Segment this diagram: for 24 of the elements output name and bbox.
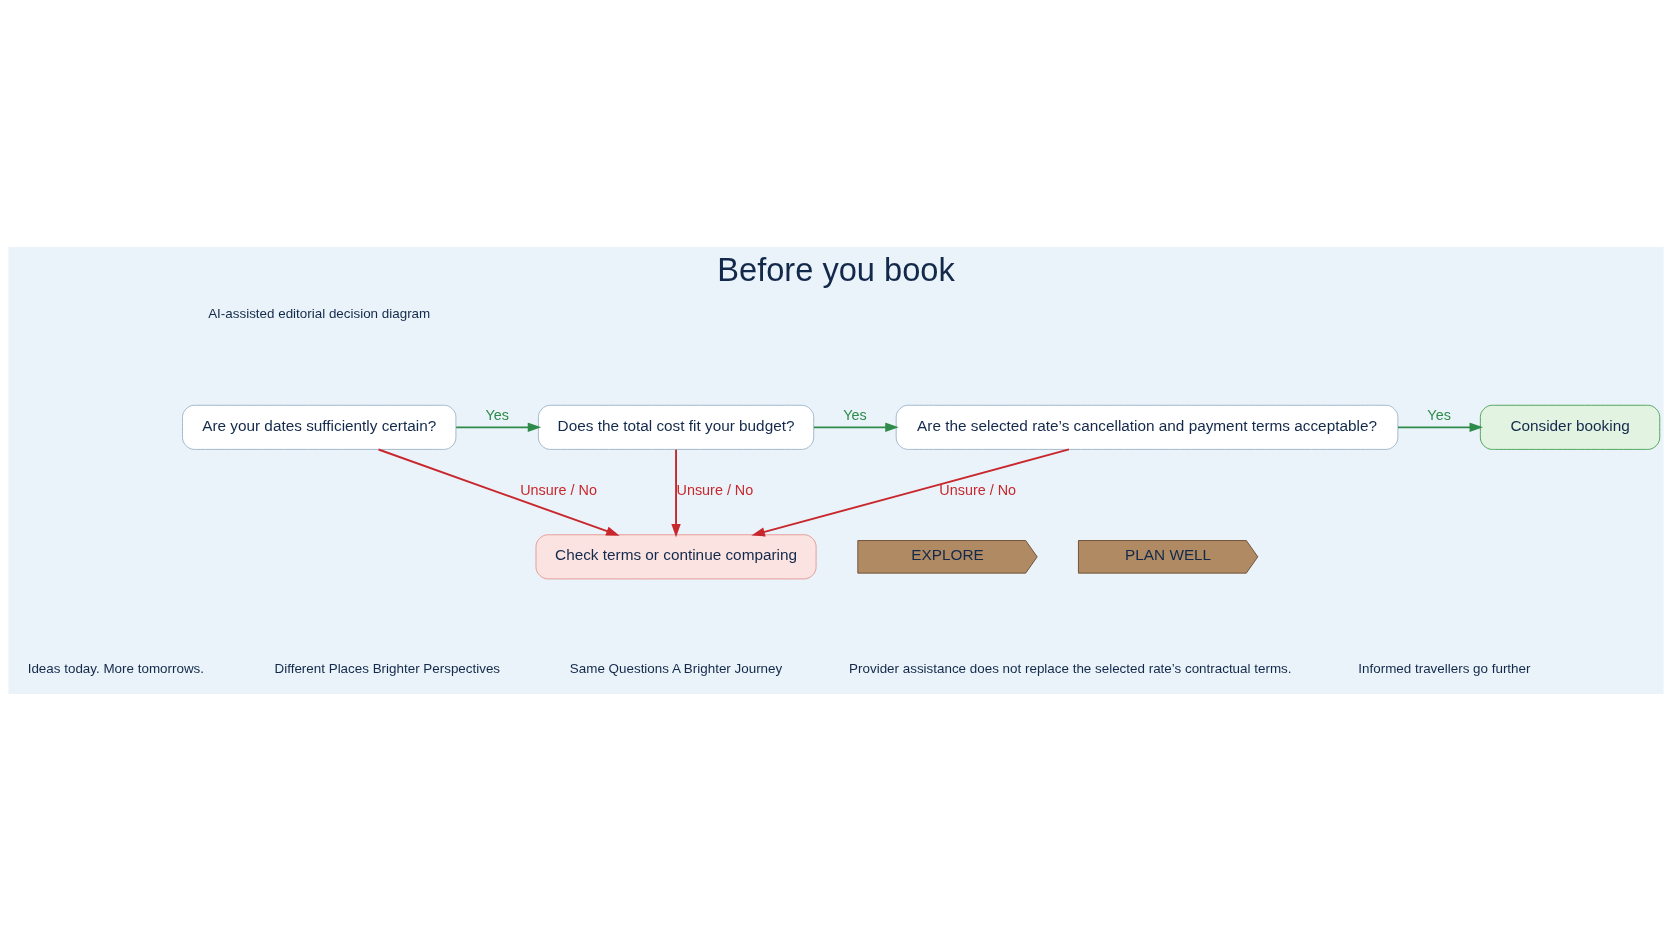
edge-label: Yes [1427, 406, 1451, 423]
edge-label: Yes [843, 406, 867, 423]
arrow [812, 422, 899, 433]
label: Informed travellers go further [1358, 661, 1531, 677]
label: Ideas today. More tomorrows. [27, 661, 205, 677]
diagram-title: Before you book [717, 250, 955, 288]
node-box: Are your dates sufficiently certain? [182, 404, 457, 450]
label: Provider assistance does not replace the selected rate’s contractual terms. [849, 661, 1292, 677]
node-box: Are the selected rate’s cancellation and payment terms acceptable? [895, 404, 1399, 450]
arrow [455, 422, 542, 433]
arrow [671, 448, 681, 538]
arrow [377, 448, 620, 536]
edge-label: Yes [485, 406, 509, 423]
label: AI-assisted editorial decision diagram [208, 306, 431, 322]
arrow [751, 448, 1070, 537]
node-box: Does the total cost fit your budget? [537, 404, 815, 450]
label: Same Questions A Brighter Journey [569, 661, 783, 677]
node-box: Consider booking [1479, 404, 1661, 450]
edge-label: Unsure / No [520, 482, 597, 499]
arrow [1397, 422, 1483, 433]
edge-label: Unsure / No [676, 482, 754, 499]
node-box: Check terms or continue comparing [535, 534, 817, 580]
edge-label: Unsure / No [939, 482, 1017, 499]
label: Different Places Brighter Perspectives [274, 661, 501, 677]
